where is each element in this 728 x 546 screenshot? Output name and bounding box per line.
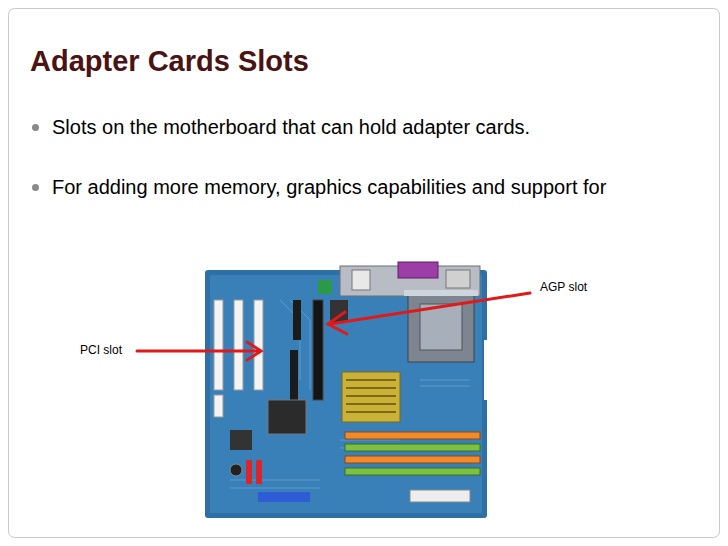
bullet-text: For adding more memory, graphics capabil… — [52, 174, 700, 200]
callout-arrow — [137, 293, 530, 360]
callout-label: PCI slot — [80, 343, 122, 357]
callout-label: AGP slot — [540, 280, 587, 294]
bullet-mark — [32, 124, 39, 131]
slide-frame — [9, 9, 720, 538]
bullet-text: Slots on the motherboard that can hold a… — [52, 114, 700, 140]
bullet-mark — [32, 184, 39, 191]
motherboard-illustration — [205, 262, 487, 518]
slide-title: Adapter Cards Slots — [30, 45, 309, 78]
